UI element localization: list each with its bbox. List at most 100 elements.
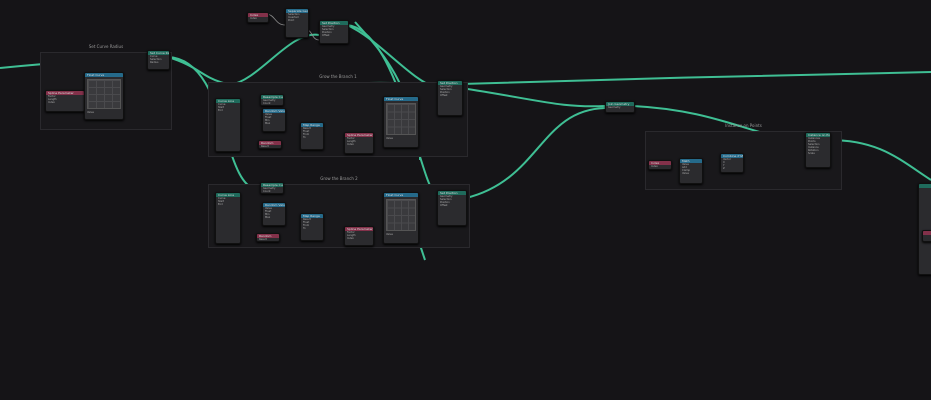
node-header[interactable]: Set Curve Radius bbox=[148, 51, 169, 55]
curve-graph[interactable] bbox=[386, 199, 416, 231]
node-socket[interactable]: Radius bbox=[150, 61, 159, 64]
node-header[interactable]: Set Position bbox=[438, 81, 462, 85]
node-socket[interactable]: Selection bbox=[808, 143, 820, 146]
node-socket[interactable]: Geometry bbox=[263, 187, 276, 190]
node-header[interactable]: Resample Curve bbox=[261, 95, 283, 99]
node-header[interactable]: Spline Parameter bbox=[345, 133, 373, 137]
node-socket[interactable]: Result bbox=[303, 127, 311, 130]
node-socket[interactable]: To bbox=[303, 227, 306, 230]
node-socket[interactable]: Result bbox=[259, 238, 267, 241]
node-socket[interactable]: Curve bbox=[218, 197, 226, 200]
curve-graph[interactable] bbox=[386, 103, 416, 135]
node-socket[interactable]: Float bbox=[265, 210, 272, 213]
node-socket[interactable]: Float bbox=[303, 221, 310, 224]
node-header[interactable]: Separate Geometry bbox=[286, 9, 308, 13]
node-header[interactable]: Resample Curve bbox=[261, 183, 283, 187]
node-socket[interactable]: Position bbox=[440, 91, 450, 94]
node-socket[interactable]: Rotation bbox=[808, 149, 819, 152]
node-header[interactable]: Join Geometry bbox=[606, 102, 634, 106]
node-socket[interactable]: End bbox=[218, 203, 223, 206]
node-socket[interactable]: Float bbox=[265, 116, 272, 119]
node-socket[interactable]: Selection bbox=[288, 13, 300, 16]
node-socket[interactable]: Value bbox=[682, 172, 689, 175]
node-socket[interactable]: Position bbox=[440, 201, 450, 204]
node-g1-resample[interactable]: Resample CurveGeometryCount bbox=[260, 94, 284, 106]
node-socket[interactable]: Geometry bbox=[440, 195, 453, 198]
node-socket[interactable]: Offset bbox=[322, 34, 330, 37]
node-socket[interactable]: Geometry bbox=[263, 99, 276, 102]
node-socket[interactable]: Geometry bbox=[322, 25, 335, 28]
node-header[interactable]: Curve Line bbox=[216, 99, 240, 103]
node-socket[interactable]: Y bbox=[723, 164, 725, 167]
node-r-instance[interactable]: Instance on PointsInstancesPointsSelecti… bbox=[805, 132, 831, 168]
node-socket[interactable]: Geometry bbox=[440, 85, 453, 88]
node-socket[interactable]: Instances bbox=[808, 137, 820, 140]
node-header[interactable]: Float Curve bbox=[85, 73, 123, 77]
node-socket[interactable]: From bbox=[303, 133, 310, 136]
node-header[interactable]: Float Curve bbox=[384, 193, 418, 197]
node-socket[interactable]: Instance bbox=[808, 146, 819, 149]
node-socket[interactable]: Index bbox=[250, 17, 257, 20]
node-header[interactable]: Index bbox=[649, 161, 671, 165]
node-socket[interactable]: Clamp bbox=[682, 169, 690, 172]
node-socket[interactable]: Selection bbox=[150, 58, 162, 61]
node-socket[interactable]: Vector bbox=[723, 158, 731, 161]
node-socket[interactable]: Selection bbox=[322, 28, 334, 31]
node-socket[interactable]: Length bbox=[347, 234, 356, 237]
node-header[interactable]: Math bbox=[680, 159, 702, 163]
node-header[interactable]: Random bbox=[259, 141, 281, 145]
node-header[interactable]: Random bbox=[257, 234, 279, 238]
node-header[interactable]: Float Curve bbox=[384, 97, 418, 101]
partial-node-right-input[interactable] bbox=[922, 230, 931, 242]
node-header[interactable]: Random Value bbox=[263, 109, 285, 113]
node-socket[interactable]: Max bbox=[265, 216, 271, 219]
node-socket[interactable]: Value bbox=[682, 163, 689, 166]
node-header[interactable]: Spline Parameter bbox=[46, 91, 84, 95]
curve-graph[interactable] bbox=[87, 79, 121, 109]
node-socket[interactable]: Value bbox=[386, 137, 393, 140]
partial-node-right[interactable] bbox=[918, 183, 931, 275]
node-header[interactable]: Curve Line bbox=[216, 193, 240, 197]
node-socket[interactable]: Offset bbox=[440, 94, 448, 97]
node-header[interactable]: Set Position bbox=[438, 191, 466, 195]
node-socket[interactable]: Points bbox=[808, 140, 816, 143]
node-socket[interactable]: To bbox=[303, 136, 306, 139]
node-header[interactable]: Map Range bbox=[301, 214, 323, 218]
node-socket[interactable]: Index bbox=[347, 237, 354, 240]
node-header[interactable]: Map Range bbox=[301, 123, 323, 127]
node-socket[interactable]: Value bbox=[87, 110, 94, 114]
node-socket[interactable]: Position bbox=[322, 31, 332, 34]
node-socket[interactable]: Selection bbox=[440, 198, 452, 201]
node-socket[interactable]: Result bbox=[303, 218, 311, 221]
node-socket[interactable]: Value bbox=[265, 113, 272, 116]
node-socket[interactable]: Min bbox=[265, 213, 270, 216]
node-socket[interactable]: Z bbox=[723, 167, 725, 170]
node-socket[interactable]: Count bbox=[263, 190, 271, 193]
node-socket[interactable]: Value bbox=[386, 233, 393, 236]
node-socket[interactable]: Curve bbox=[150, 55, 158, 58]
node-socket[interactable]: Scale bbox=[808, 152, 815, 155]
node-socket[interactable]: Min bbox=[265, 119, 270, 122]
node-socket[interactable]: Factor bbox=[48, 95, 56, 98]
node-socket[interactable]: Value bbox=[265, 207, 272, 210]
node-socket[interactable]: Curve bbox=[218, 103, 226, 106]
node-socket[interactable]: Add bbox=[682, 166, 687, 169]
node-header[interactable]: Random Value bbox=[263, 203, 285, 207]
node-socket[interactable]: Count bbox=[263, 102, 271, 105]
